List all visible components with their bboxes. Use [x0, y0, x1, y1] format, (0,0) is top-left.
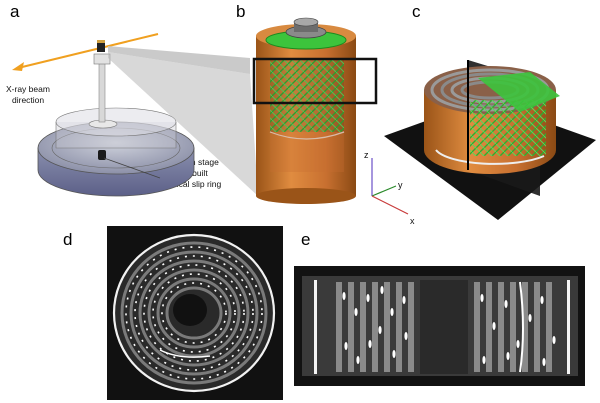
slip-ring [98, 150, 106, 160]
panel-label-e: e [301, 230, 311, 249]
panel-a-diagram [12, 33, 195, 197]
xray-beam-label-line1: X-ray beam [6, 84, 50, 94]
panel-label-b: b [236, 2, 246, 21]
axis-label-z: z [364, 150, 369, 160]
beam-projection-cone [108, 46, 250, 74]
can-wall-right [567, 280, 570, 374]
xray-beam-label-line2: direction [12, 95, 45, 105]
axes-triad [371, 158, 409, 215]
electrode-mesh [270, 60, 344, 132]
xray-beam-arrowhead [12, 62, 24, 71]
mandrel-core [173, 294, 207, 326]
panel-label-a: a [10, 2, 20, 21]
core-gap [420, 280, 468, 374]
xray-beam-line [17, 33, 159, 69]
selection-box [252, 57, 378, 105]
axis-label-x: x [410, 216, 415, 226]
can-wall-left [314, 280, 317, 374]
panel-label-d: d [63, 230, 73, 249]
sample-cell [97, 40, 105, 52]
panel-e-ct-slice [294, 266, 585, 386]
rotation-stage-label-line3: electrical slip ring [156, 179, 222, 189]
panel-label-c: c [412, 2, 421, 21]
panel-c-3d-render [384, 60, 596, 220]
panel-b-cell [252, 17, 378, 204]
panel-d-ct-slice [107, 226, 283, 400]
axis-label-y: y [398, 180, 403, 190]
